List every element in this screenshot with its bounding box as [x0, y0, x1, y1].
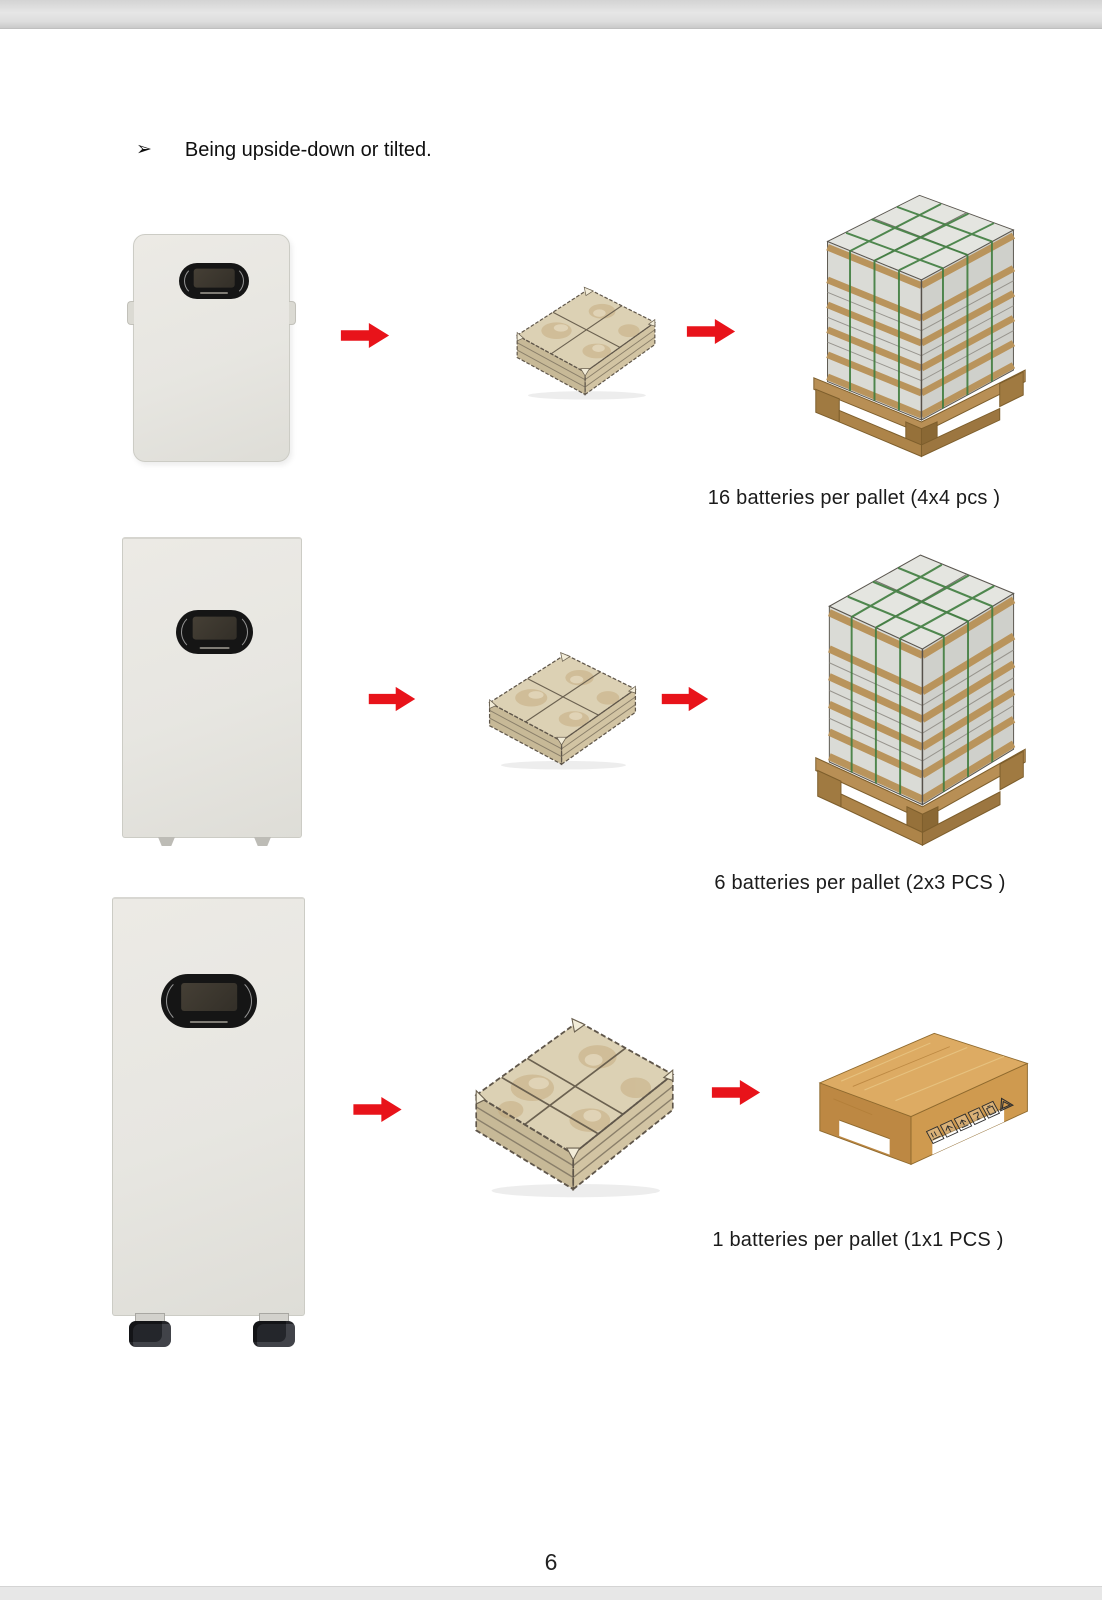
battery-unit-wall-mount [127, 234, 296, 462]
pallet-caption-row3: 1 batteries per pallet (1x1 PCS ) [712, 1229, 1004, 1251]
caster-wheel [129, 1321, 171, 1347]
wooden-pallet-base [815, 748, 1026, 847]
brand-text-line [189, 1021, 229, 1023]
strapped-pallet-stack-illustration [813, 194, 1026, 458]
battery-foot-right [254, 837, 271, 846]
battery-unit-tall-wall-mount [122, 537, 302, 846]
battery-screen [192, 617, 237, 640]
brand-text-line [199, 647, 230, 649]
flow-arrow-icon [368, 686, 416, 712]
battery-screen [193, 268, 235, 288]
flow-arrow-icon [340, 322, 390, 349]
section-heading: ➢ Being upside-down or tilted. [136, 137, 432, 163]
flow-arrow-icon [711, 1079, 761, 1106]
battery-display-bezel [179, 263, 249, 299]
window-top-bar [0, 0, 1102, 29]
strapped-pallet-stack-illustration [815, 554, 1026, 847]
arrow-bullet-icon: ➢ [136, 139, 152, 160]
packing-crate-illustration [515, 286, 656, 400]
caster-wheel-left [117, 1313, 183, 1347]
battery-foot-left [158, 837, 175, 846]
pallet-caption-row2: 6 batteries per pallet (2x3 PCS ) [714, 872, 1006, 894]
recycle-icon [1000, 1097, 1015, 1112]
battery-display-bezel [176, 610, 253, 654]
battery-unit-floor-standing [112, 897, 305, 1347]
pallet-caption-row1: 16 batteries per pallet (4x4 pcs ) [707, 487, 1001, 509]
flow-arrow-icon [661, 686, 709, 712]
mount-tab-right [289, 301, 296, 325]
battery-screen [181, 982, 237, 1011]
brand-text-line [200, 292, 228, 294]
mount-tab-left [127, 301, 134, 325]
packing-crate-illustration [488, 651, 637, 770]
shipping-marks-icons [925, 1097, 1015, 1145]
caster-wheel [253, 1321, 295, 1347]
flow-arrow-icon [686, 318, 736, 345]
packing-crate-large-illustration [474, 1017, 675, 1198]
wooden-crate-illustration [818, 1032, 1029, 1166]
caster-wheel-right [241, 1313, 307, 1347]
wooden-pallet-base [813, 369, 1026, 458]
battery-display-bezel [161, 974, 257, 1028]
flow-arrow-icon [353, 1096, 402, 1123]
heading-text: Being upside-down or tilted. [184, 139, 432, 161]
window-bottom-bar [0, 1586, 1102, 1600]
page-number: 6 [544, 1549, 558, 1575]
